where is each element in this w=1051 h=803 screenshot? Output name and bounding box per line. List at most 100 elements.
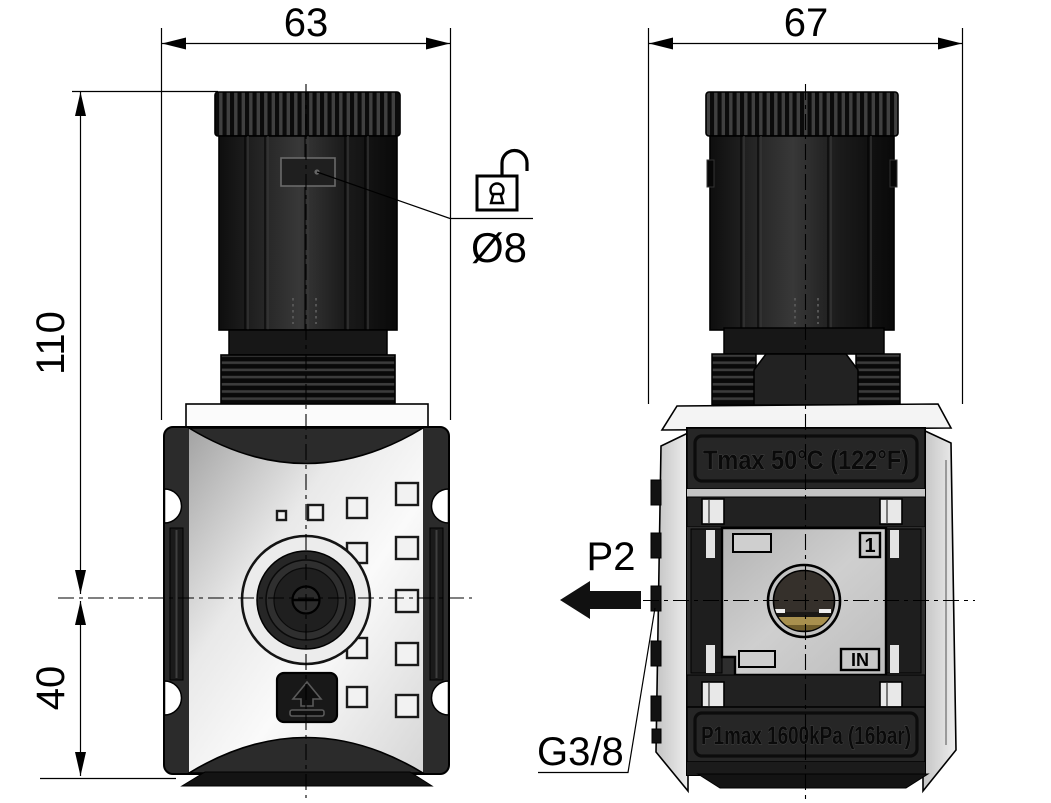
brass-thread-shadow — [774, 625, 834, 630]
dimension-width-63: 63 — [160, 1, 452, 420]
knob-collar — [228, 329, 388, 356]
mount-notch — [163, 488, 183, 524]
knob-diameter-label: Ø8 — [471, 224, 527, 271]
vent-square — [306, 503, 325, 522]
clamp-bracket — [706, 530, 715, 558]
port-number-badge — [858, 531, 882, 559]
dim-width-label: 67 — [784, 1, 829, 45]
unlock-icon — [475, 148, 529, 212]
left-side-face — [650, 431, 689, 794]
port-in-badge — [839, 647, 881, 672]
arrow-base-bar — [289, 709, 325, 717]
lower-screw-band — [686, 674, 926, 708]
vent-square — [345, 685, 369, 709]
lock-shackle — [500, 148, 529, 176]
threaded-bonnet — [220, 354, 396, 406]
side-view: 67 — [537, 1, 975, 800]
arrowhead — [75, 92, 86, 116]
knurled-cap — [705, 91, 899, 137]
port-tab — [650, 479, 662, 506]
vent-square — [345, 496, 369, 520]
dim-width-label: 63 — [284, 1, 329, 45]
leader-line — [538, 607, 656, 774]
vent-square — [394, 641, 420, 667]
knob-panel-highlight — [743, 136, 872, 330]
keyhole-stem — [489, 192, 505, 205]
adjustment-knob-front — [214, 91, 401, 406]
port-in-label: IN — [851, 650, 869, 670]
arrowhead — [649, 37, 673, 50]
arrowhead — [162, 37, 186, 50]
up-arrow-icon — [291, 680, 323, 707]
relief-button — [275, 671, 339, 724]
leader-line — [316, 171, 533, 220]
knob-side-tab — [706, 159, 715, 188]
plate-slot — [732, 533, 772, 553]
screw — [701, 498, 725, 525]
knob-panel-line — [740, 136, 869, 330]
knob-collar — [723, 327, 885, 355]
adjustment-knob-side — [705, 91, 901, 406]
mount-notch — [163, 680, 183, 716]
thread-left — [711, 353, 757, 406]
port-tab — [651, 728, 662, 744]
base-foot — [180, 771, 434, 787]
front-view: 63 110 40 — [29, 1, 533, 798]
thread-glint — [819, 609, 831, 613]
mounting-collar — [185, 403, 429, 429]
upper-screw-band — [686, 496, 926, 528]
port-thread-detail — [774, 609, 834, 631]
clamp-bracket — [706, 645, 715, 673]
knob-panel-line — [244, 136, 366, 330]
knob-tick-marks — [292, 298, 317, 324]
dimension-width-67: 67 — [647, 1, 964, 404]
knob-tick-marks — [794, 298, 819, 324]
screw — [879, 498, 903, 525]
lock-window — [280, 157, 336, 187]
brass-thread — [774, 617, 834, 625]
screw — [879, 681, 903, 708]
gap-strip — [687, 489, 925, 497]
right-side-face — [922, 428, 957, 794]
vent-square — [394, 588, 420, 614]
flow-direction-arrow: P2 — [560, 535, 641, 619]
dim-height-label: 110 — [29, 311, 73, 375]
base-foot — [696, 773, 930, 789]
thread-glint — [774, 609, 785, 613]
clamp-bracket — [890, 530, 899, 558]
clamp-bracket — [890, 645, 899, 673]
arrowhead — [75, 752, 86, 776]
arrowhead — [938, 37, 962, 50]
vent-square — [275, 509, 288, 522]
knob-panel-highlight — [247, 136, 369, 330]
dim-lower-height-label: 40 — [29, 666, 73, 711]
arrowhead — [75, 601, 86, 625]
port-tab — [650, 532, 662, 559]
vent-square — [394, 535, 420, 561]
p2-arrow — [560, 581, 641, 619]
regulator-body-side: Tmax 50°C (122°F) — [686, 427, 930, 789]
port-tab — [650, 695, 662, 722]
screw — [701, 681, 725, 708]
outlet-label: P2 — [587, 535, 636, 579]
vent-square — [394, 481, 420, 507]
vent-square — [394, 693, 420, 719]
knob-body — [709, 135, 895, 331]
plate-slot — [738, 650, 776, 668]
knurled-cap — [214, 91, 401, 137]
mount-notch — [430, 680, 450, 716]
port-tab — [650, 640, 662, 667]
arrowhead — [426, 37, 450, 50]
bore-bottom — [774, 630, 834, 631]
thread-right — [855, 353, 901, 406]
arrowhead — [75, 570, 86, 594]
thread-size-callout: G3/8 — [537, 607, 656, 774]
mount-notch — [430, 488, 450, 524]
thread-size-label: G3/8 — [537, 730, 624, 774]
mounting-collar-side — [660, 403, 953, 431]
bore-shadow — [774, 612, 834, 617]
knob-side-tab — [889, 159, 898, 188]
port-tab — [650, 585, 662, 612]
